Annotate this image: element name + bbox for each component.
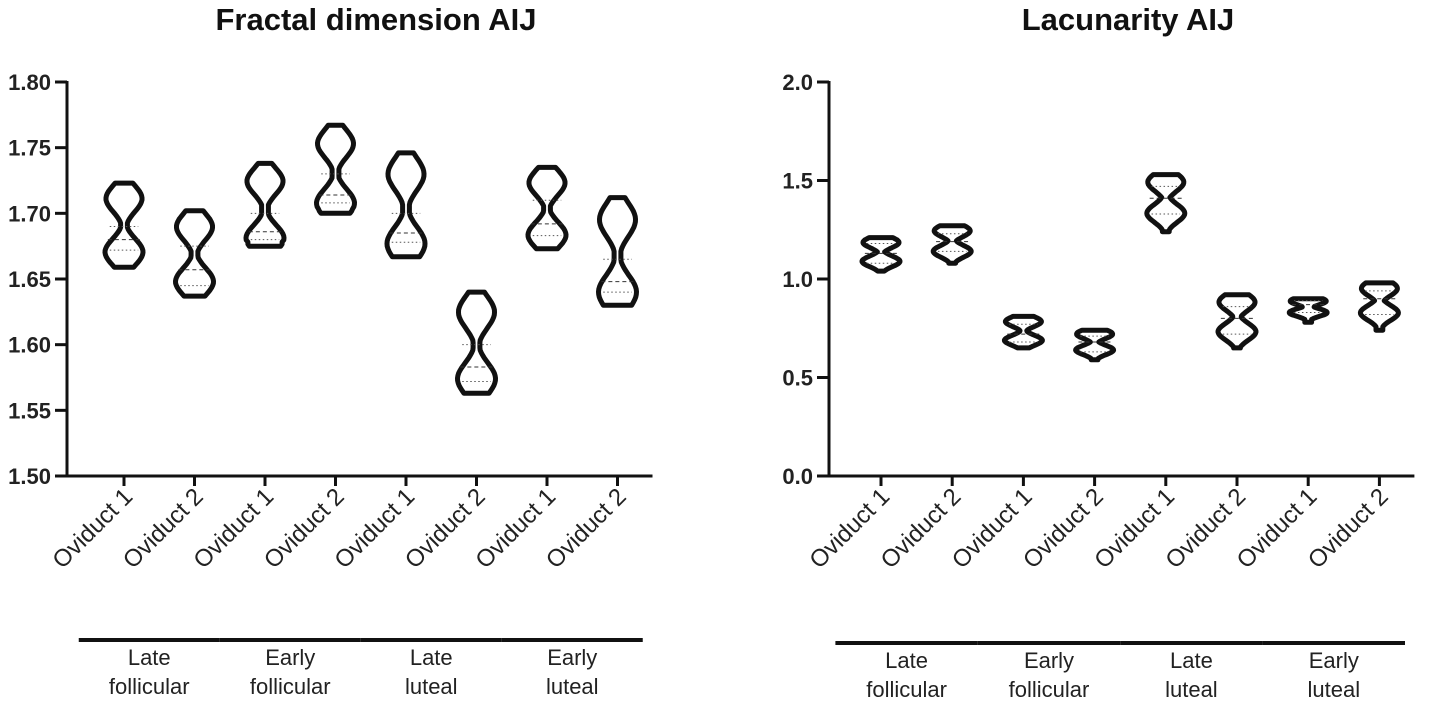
violin-shape — [455, 289, 498, 396]
y-tick-label: 1.50 — [8, 464, 51, 489]
y-tick-label: 0.0 — [782, 464, 813, 489]
violin-shape — [1357, 280, 1401, 333]
group-label: Early — [265, 645, 315, 670]
group-label: luteal — [405, 674, 458, 699]
violin-shape — [102, 180, 146, 270]
violin-shape — [596, 195, 639, 308]
chart-title-lacunarity: Lacunarity AIJ — [1022, 2, 1234, 37]
violin-shape — [314, 122, 357, 216]
y-tick-label: 1.0 — [782, 267, 813, 292]
violin-shape — [1144, 172, 1188, 235]
y-tick-label: 1.55 — [8, 398, 51, 423]
group-label: follicular — [866, 677, 947, 702]
chart-title-fractal-dimension: Fractal dimension AIJ — [216, 2, 537, 37]
group-label: Late — [410, 645, 453, 670]
group-label: follicular — [250, 674, 331, 699]
group-label: luteal — [1165, 677, 1218, 702]
y-tick-label: 1.70 — [8, 201, 51, 226]
y-tick-label: 2.0 — [782, 70, 813, 95]
violin-shape — [930, 223, 974, 266]
violin-shape — [173, 208, 216, 299]
y-tick-label: 0.5 — [782, 366, 813, 391]
group-label: Early — [547, 645, 597, 670]
group-label: luteal — [1308, 677, 1361, 702]
group-label: Late — [1170, 648, 1213, 673]
violin-shape — [384, 150, 428, 260]
group-label: Early — [1024, 648, 1074, 673]
violin-shape — [859, 235, 903, 274]
y-tick-label: 1.65 — [8, 267, 51, 292]
violin-shape — [243, 160, 287, 249]
violin-shape — [1001, 313, 1045, 351]
group-label: luteal — [546, 674, 599, 699]
violin-shape — [1073, 327, 1117, 363]
y-tick-label: 1.5 — [782, 169, 813, 194]
group-label: Late — [128, 645, 171, 670]
violin-shape — [1215, 292, 1259, 351]
group-label: follicular — [1009, 677, 1090, 702]
y-tick-label: 1.60 — [8, 333, 51, 358]
group-label: Late — [885, 648, 928, 673]
group-label: follicular — [109, 674, 190, 699]
y-tick-label: 1.75 — [8, 136, 51, 161]
y-tick-label: 1.80 — [8, 70, 51, 95]
violin-shape — [525, 164, 569, 252]
violin-shape — [1286, 296, 1330, 325]
group-label: Early — [1309, 648, 1359, 673]
